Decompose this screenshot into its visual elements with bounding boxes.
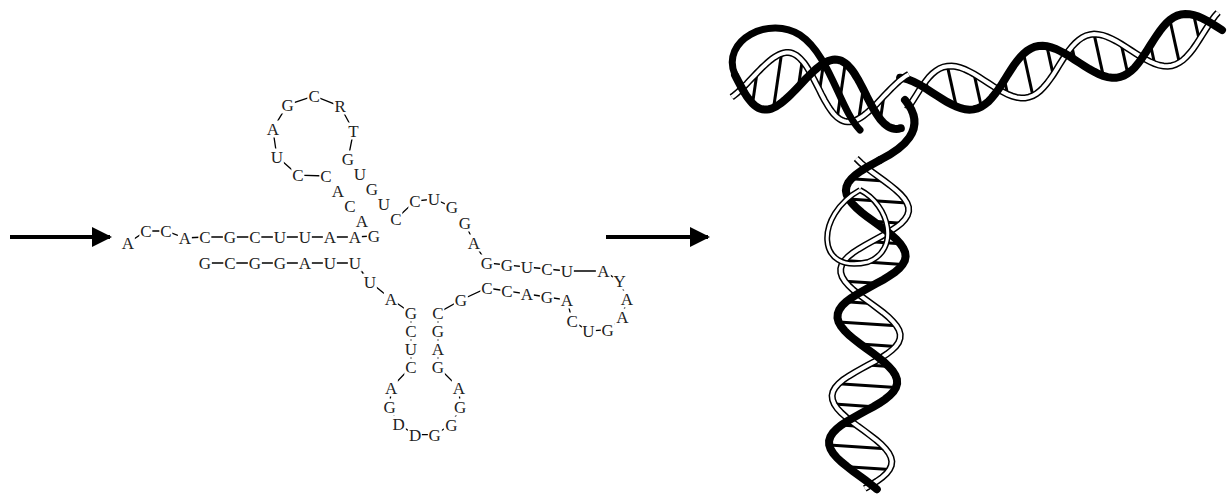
nucleotide-letter: A	[560, 292, 574, 309]
nucleotide-letter: U	[377, 196, 391, 213]
nucleotide-letter: G	[444, 416, 458, 433]
nucleotide-letter: C	[291, 167, 304, 184]
ribbon-loop	[827, 190, 888, 264]
nucleotide-letter: C	[431, 305, 444, 322]
nucleotide-letter: A	[384, 379, 398, 396]
ribbon-loop	[732, 28, 860, 130]
nucleotide-letter: A	[266, 120, 280, 137]
nucleotide-letter: C	[408, 193, 421, 210]
nucleotide-letter: Y	[613, 273, 627, 290]
nucleotide-letter: G	[453, 399, 467, 416]
nucleotide-letter: U	[363, 274, 377, 291]
nucleotide-letter: A	[121, 235, 135, 252]
nucleotide-letter: G	[248, 255, 262, 272]
nucleotide-letter: G	[458, 215, 472, 232]
nucleotide-letter: R	[334, 98, 347, 115]
nucleotide-letter: C	[198, 229, 211, 246]
nucleotide-letter: A	[323, 229, 337, 246]
nucleotide-letter: C	[540, 261, 553, 278]
arrow	[606, 235, 708, 239]
nucleotide-letter: G	[431, 323, 445, 340]
nucleotide-letter: A	[467, 235, 481, 252]
nucleotide-letter: C	[404, 359, 417, 376]
ribbon-strand	[907, 13, 1218, 110]
nucleotide-letter: C	[139, 223, 152, 240]
nucleotide-letter: G	[454, 292, 468, 309]
nucleotide-letter: G	[198, 255, 212, 272]
base-pair-rung	[829, 445, 885, 449]
nucleotide-letter: A	[384, 291, 398, 308]
base-pair-rung	[839, 322, 897, 326]
base-pair-rung	[1024, 54, 1033, 96]
nucleotide-letter: C	[307, 88, 320, 105]
nucleotide-letter: U	[270, 148, 284, 165]
nucleotide-letter: T	[347, 123, 359, 140]
nucleotide-letter: G	[383, 399, 397, 416]
nucleotide-letter: D	[408, 426, 422, 443]
nucleotide-letter: C	[389, 211, 402, 228]
ribbon-strand	[880, 100, 915, 160]
nucleotide-letter: C	[500, 283, 513, 300]
nucleotide-letter: U	[581, 323, 595, 340]
nucleotide-letter: G	[600, 321, 614, 338]
nucleotide-letter: G	[404, 305, 418, 322]
ribbon-loop-inner	[827, 190, 888, 264]
nucleotide-letter: U	[273, 229, 287, 246]
nucleotide-letter: A	[520, 286, 534, 303]
ribbon-strand-inner	[907, 13, 1218, 110]
nucleotide-letter: C	[566, 312, 579, 329]
nucleotide-letter: C	[159, 223, 172, 240]
backbone-line	[128, 96, 627, 435]
nucleotide-letter: G	[480, 255, 494, 272]
nucleotide-letter: G	[280, 96, 294, 113]
ribbon-strand	[900, 14, 1222, 110]
nucleotide-letter: D	[391, 416, 405, 433]
nucleotide-letter: G	[445, 199, 459, 216]
nucleotide-letter: A	[615, 309, 629, 326]
nucleotide-letter: G	[500, 257, 514, 274]
nucleotide-letter: C	[223, 255, 236, 272]
nucleotide-letter: U	[353, 166, 367, 183]
nucleotide-letter: G	[431, 359, 445, 376]
nucleotide-letter: G	[367, 228, 381, 245]
nucleotide-letter: A	[348, 229, 362, 246]
nucleotide-letter: G	[273, 255, 287, 272]
nucleotide-letter: U	[427, 191, 441, 208]
base-pair-rung	[839, 384, 896, 388]
nucleotide-letter: A	[620, 290, 634, 307]
ribbon-strand	[735, 60, 901, 129]
nucleotide-letter: A	[452, 379, 466, 396]
nucleotide-letter: U	[348, 255, 362, 272]
nucleotide-letter: A	[431, 341, 445, 358]
nucleotide-letter: A	[596, 262, 610, 279]
nucleotide-letter: U	[298, 229, 312, 246]
nucleotide-letter: A	[298, 255, 312, 272]
nucleotide-letter: U	[404, 341, 418, 358]
nucleotide-letter: G	[365, 181, 379, 198]
nucleotide-letter: U	[323, 255, 337, 272]
nucleotide-letter: C	[248, 229, 261, 246]
nucleotide-letter: C	[404, 323, 417, 340]
nucleotide-letter: A	[178, 230, 192, 247]
nucleotide-letter: C	[480, 280, 493, 297]
base-pair-rung	[1170, 20, 1179, 63]
nucleotide-letter: G	[428, 426, 442, 443]
nucleotide-letter: U	[520, 259, 534, 276]
arrow	[10, 235, 110, 239]
nucleotide-letter: U	[560, 263, 574, 280]
nucleotide-letter: G	[223, 229, 237, 246]
nucleotide-letter: G	[341, 151, 355, 168]
nucleotide-letter: G	[540, 289, 554, 306]
